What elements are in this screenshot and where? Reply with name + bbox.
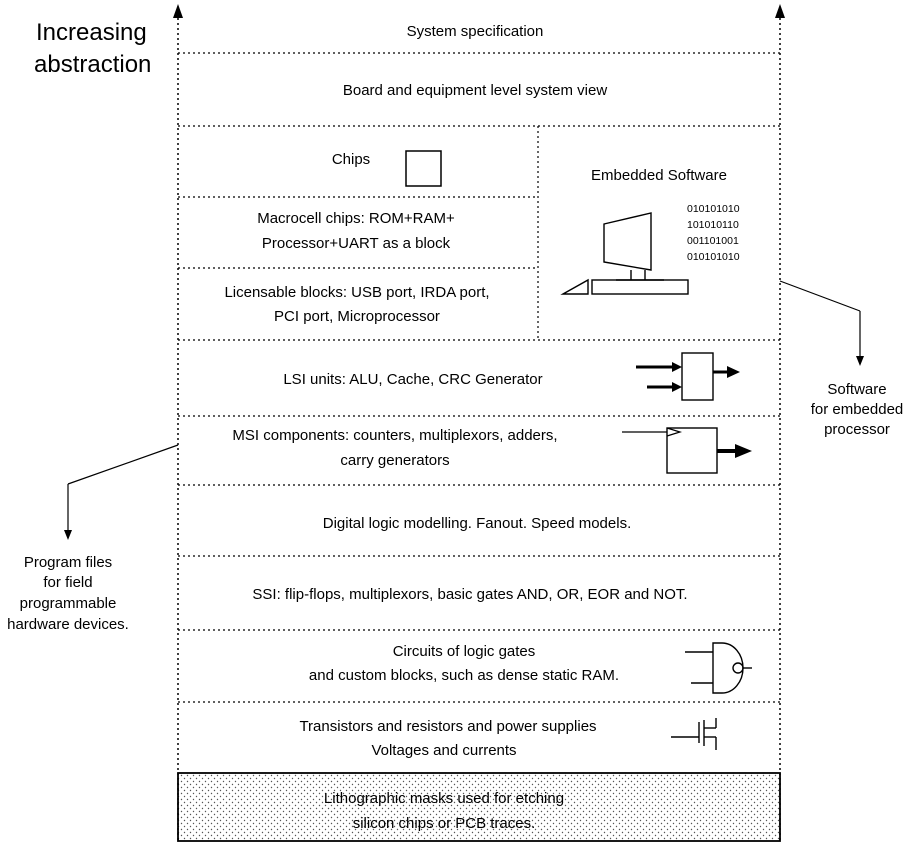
- layer-litho-1: Lithographic masks used for etching: [324, 790, 564, 807]
- msi-block-icon: [622, 427, 735, 474]
- program-label-3: programmable: [20, 595, 117, 612]
- lsi-arrow-in-1: [672, 362, 682, 372]
- layer-system-spec: System specification: [407, 23, 544, 40]
- layer-msi-1: MSI components: counters, multiplexors, …: [232, 427, 557, 444]
- layer-circuits-1: Circuits of logic gates: [393, 643, 536, 660]
- lsi-block-icon: [636, 352, 727, 401]
- software-pointer: [779, 280, 861, 359]
- title-line2: abstraction: [34, 51, 151, 78]
- lsi-arrow-in-2: [672, 382, 682, 392]
- layer-msi-2: carry generators: [340, 452, 449, 469]
- litho-pattern-fill: [178, 773, 780, 841]
- software-label-2: for embedded: [811, 401, 904, 418]
- binary-line-4: 010101010: [687, 251, 740, 263]
- litho-box: [177, 772, 781, 842]
- layer-circuits-2: and custom blocks, such as dense static …: [309, 667, 619, 684]
- binary-line-3: 001101001: [687, 235, 739, 247]
- title-line1: Increasing: [36, 19, 147, 46]
- nand-gate-icon: [685, 642, 752, 694]
- software-label-1: Software: [827, 381, 886, 398]
- left-arrow-head: [173, 4, 183, 18]
- software-label-3: processor: [824, 421, 890, 438]
- binary-line-2: 101010110: [687, 219, 739, 231]
- program-arrow-head: [64, 530, 72, 540]
- program-label-2: for field: [43, 574, 92, 591]
- lsi-arrow-out: [727, 366, 740, 378]
- layer-litho-2: silicon chips or PCB traces.: [353, 815, 536, 832]
- layer-digital-logic: Digital logic modelling. Fanout. Speed m…: [323, 515, 632, 532]
- layer-transistors-1: Transistors and resistors and power supp…: [299, 718, 596, 735]
- program-label-4: hardware devices.: [7, 616, 129, 633]
- layer-transistors-2: Voltages and currents: [371, 742, 516, 759]
- transistor-icon: [671, 718, 717, 750]
- layer-board: Board and equipment level system view: [343, 82, 607, 99]
- layer-chips: Chips: [332, 151, 370, 168]
- chip-square-icon: [405, 150, 442, 187]
- program-label-1: Program files: [24, 554, 112, 571]
- right-arrow-head: [775, 4, 785, 18]
- layer-macrocell-2: Processor+UART as a block: [262, 235, 451, 252]
- layer-licensable-2: PCI port, Microprocessor: [274, 308, 440, 325]
- program-pointer: [67, 444, 179, 533]
- layer-macrocell-1: Macrocell chips: ROM+RAM+: [257, 210, 455, 227]
- layer-embedded-software: Embedded Software: [591, 167, 727, 184]
- layer-licensable-1: Licensable blocks: USB port, IRDA port,: [224, 284, 489, 301]
- layer-separators: [178, 52, 780, 703]
- layer-ssi: SSI: flip-flops, multiplexors, basic gat…: [252, 586, 687, 603]
- software-arrow-head: [856, 356, 864, 366]
- computer-icon: [560, 212, 689, 295]
- layer-lsi: LSI units: ALU, Cache, CRC Generator: [283, 371, 542, 388]
- msi-arrow-out: [735, 444, 752, 458]
- binary-line-1: 010101010: [687, 203, 740, 215]
